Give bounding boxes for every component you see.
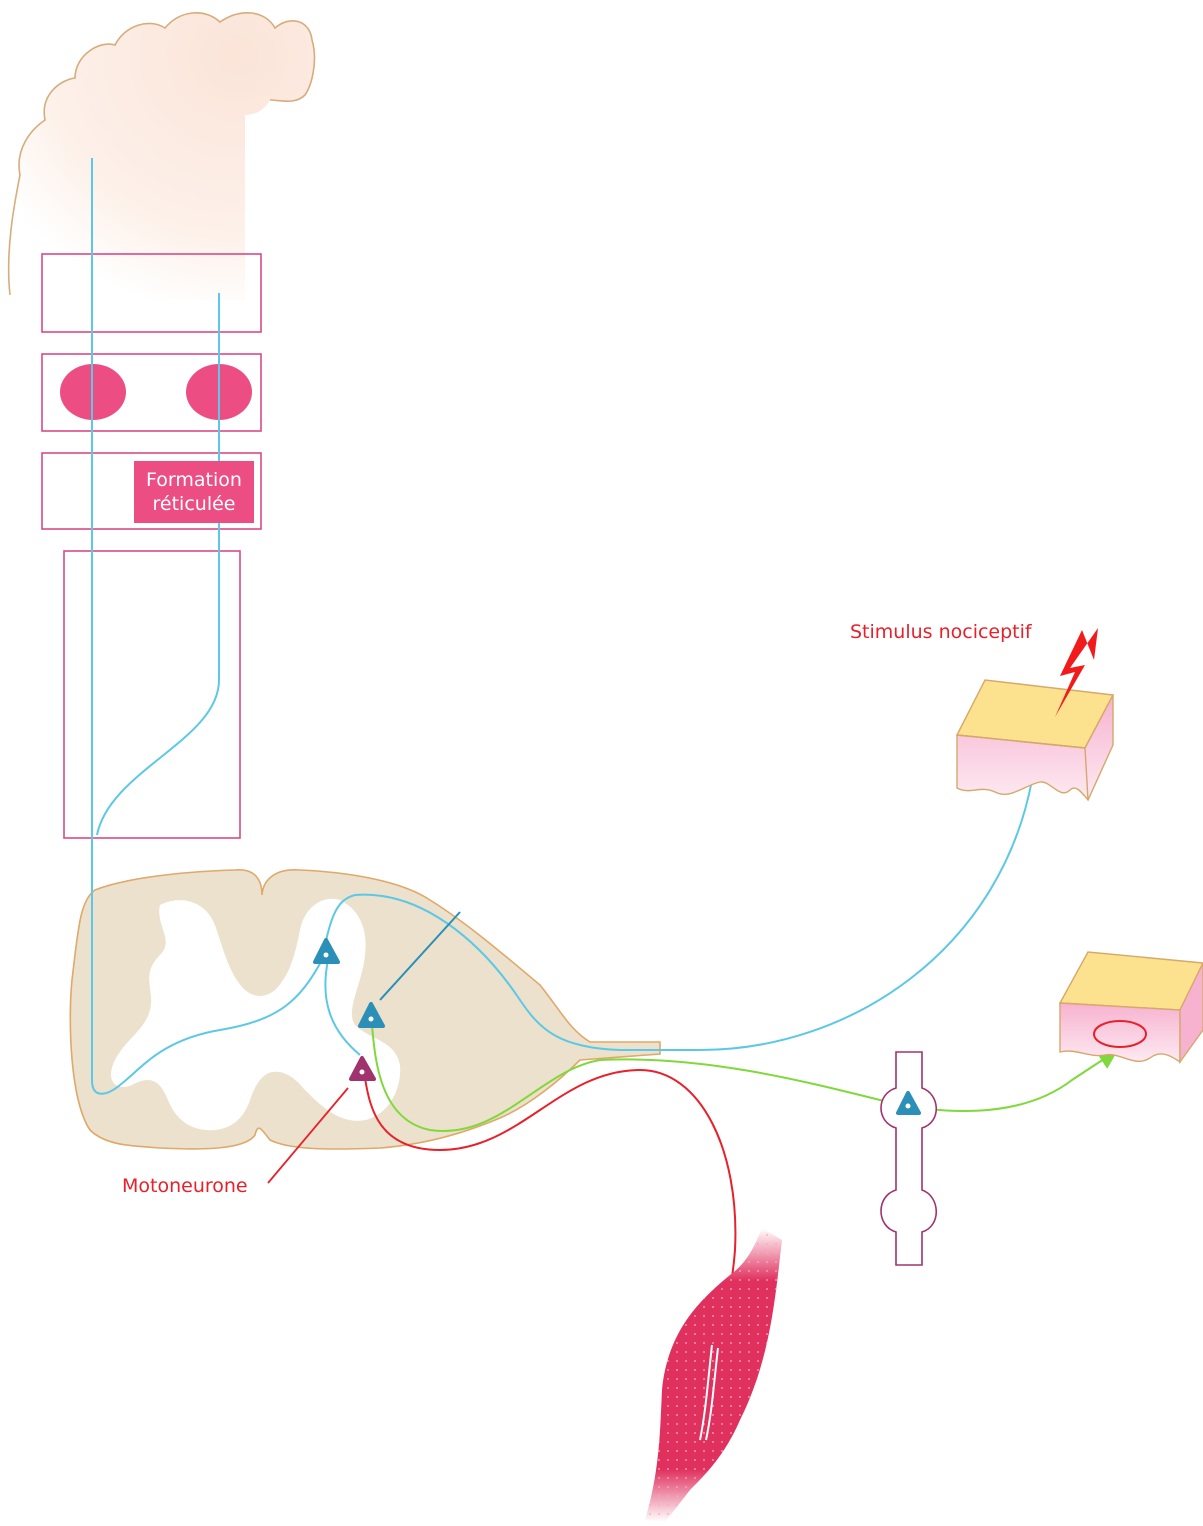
skeletal-muscle	[645, 1228, 782, 1522]
dorsal-horn-loop	[119, 779, 1033, 1086]
tract-line-direct	[91, 158, 121, 1095]
reticular-formation-label: Formation réticulée	[134, 461, 254, 523]
sympathetic-ganglion	[880, 1051, 937, 1266]
interneuron-axon	[379, 911, 461, 1001]
skin-block-stimulus	[955, 679, 1115, 802]
skin-block-vessel	[1058, 951, 1203, 1065]
spinal-cord-section	[69, 869, 661, 1150]
reticular-line-2: réticulée	[152, 493, 236, 515]
motoneuron-body	[349, 1056, 376, 1081]
blood-vessel	[1093, 1020, 1147, 1048]
motoneuron-label: Motoneurone	[122, 1175, 248, 1197]
spinal-segment-box	[63, 550, 241, 839]
motoneuron-pointer	[267, 1087, 349, 1184]
interneuron	[358, 1002, 385, 1028]
neuron-bodies	[313, 938, 385, 1081]
brainstem-levels	[41, 253, 262, 839]
interneuron-branch	[324, 959, 361, 1056]
cerebral-cortex	[7, 12, 316, 300]
tract-line-indirect	[96, 293, 220, 836]
dorsal-neuron	[313, 938, 340, 964]
stimulus-label: Stimulus nociceptif	[850, 621, 1032, 643]
lightning-bolt-icon	[1055, 628, 1098, 717]
midbrain-box	[41, 353, 262, 432]
motor-pathway	[364, 1068, 737, 1342]
medulla-box	[41, 452, 262, 530]
reticular-line-1: Formation	[146, 469, 242, 491]
thalamus-box	[41, 253, 262, 333]
autonomic-pathway	[371, 1024, 1119, 1132]
